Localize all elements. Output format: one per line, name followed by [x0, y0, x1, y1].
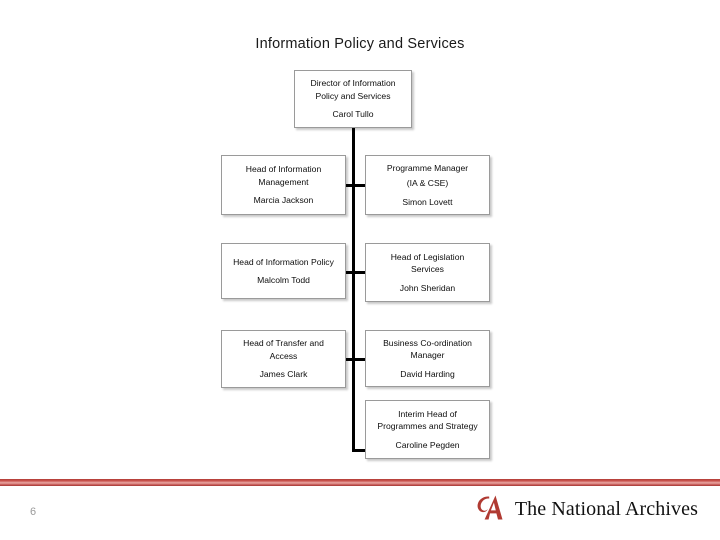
connector-stub-row-1-left	[346, 184, 354, 187]
org-node-role: Head of Information Policy	[233, 256, 334, 267]
org-node-role: Head of Information	[245, 164, 322, 175]
org-node-person: David Harding	[400, 368, 455, 379]
org-node-head-of-legislation-services[interactable]: Head of Legislation Services John Sherid…	[365, 243, 490, 302]
page-title: Information Policy and Services	[255, 36, 465, 52]
connector-stub-row-3-left	[346, 358, 354, 361]
brand-logo: The National Archives	[475, 492, 698, 526]
org-node-role-line2: Programmes and Strategy	[377, 421, 478, 432]
org-node-programme-manager[interactable]: Programme Manager (IA & CSE) Simon Lovet…	[365, 155, 490, 215]
connector-stub-row-2-right	[352, 271, 366, 274]
org-node-role-line2: Services	[411, 264, 444, 275]
org-node-person: Caroline Pegden	[395, 439, 460, 450]
org-node-role-line2: Policy and Services	[315, 90, 391, 101]
org-node-person: James Clark	[259, 369, 308, 380]
org-node-person: Malcolm Todd	[257, 275, 310, 285]
page-number: 6	[30, 506, 37, 518]
org-node-role-line2: Access	[269, 350, 298, 361]
org-node-director[interactable]: Director of Information Policy and Servi…	[294, 70, 412, 128]
org-node-person: Carol Tullo	[332, 109, 374, 120]
connector-stub-row-4-right	[352, 449, 366, 452]
connector-stub-row-1-right	[352, 184, 366, 187]
brand-name: The National Archives	[514, 497, 698, 520]
org-node-role-line2: Management	[258, 176, 309, 187]
org-node-person: Marcia Jackson	[253, 195, 314, 206]
org-node-role-line2: Manager	[410, 350, 445, 361]
org-node-role: Director of Information	[310, 78, 396, 89]
connector-stub-row-2-left	[346, 271, 354, 274]
national-archives-a-monogram-icon	[477, 495, 503, 520]
org-node-head-of-transfer-and-access[interactable]: Head of Transfer and Access James Clark	[221, 330, 346, 388]
connector-trunk-vertical	[352, 128, 355, 452]
org-node-head-of-information-policy[interactable]: Head of Information Policy Malcolm Todd	[221, 243, 346, 299]
connector-stub-row-3-right	[352, 358, 366, 361]
org-node-interim-head-of-programmes-and-strategy[interactable]: Interim Head of Programmes and Strategy …	[365, 400, 490, 459]
org-node-business-coordination-manager[interactable]: Business Co-ordination Manager David Har…	[365, 330, 490, 387]
org-node-role: Business Co-ordination	[383, 337, 472, 348]
org-node-role-sub: (IA & CSE)	[406, 178, 449, 189]
org-node-role: Head of Transfer and	[243, 338, 324, 349]
org-node-person: John Sheridan	[399, 282, 456, 293]
org-node-head-of-information-management[interactable]: Head of Information Management Marcia Ja…	[221, 155, 346, 215]
org-node-role: Head of Legislation	[390, 251, 465, 262]
org-node-role: Programme Manager	[386, 162, 469, 173]
org-node-role: Interim Head of	[398, 408, 457, 419]
org-node-person: Simon Lovett	[402, 196, 453, 207]
footer-divider-rule	[0, 479, 720, 486]
org-chart: Director of Information Policy and Servi…	[221, 70, 490, 459]
